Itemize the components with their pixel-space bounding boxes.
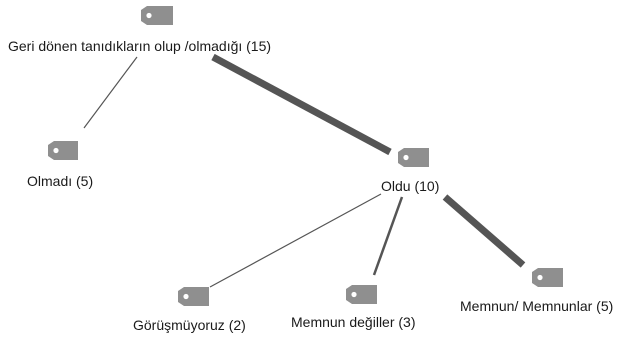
node-label-memnun-degiller: Memnun değiller (3): [291, 314, 416, 330]
tag-icon: [398, 148, 429, 167]
edge-oldu-gorusmuyoruz: [209, 193, 382, 288]
tag-icon: [141, 6, 173, 25]
node-label-root: Geri dönen tanıdıkların olup /olmadığı (…: [8, 38, 271, 54]
edge-root-olmadi: [83, 56, 138, 129]
tag-icon: [532, 268, 563, 287]
edge-oldu-memnun-degiller: [372, 196, 404, 276]
tag-icon: [48, 141, 78, 160]
edges: [83, 53, 526, 288]
tag-icon: [346, 285, 377, 304]
node-label-memnunlar: Memnun/ Memnunlar (5): [460, 298, 613, 314]
edge-root-oldu: [211, 53, 392, 156]
node-label-gorusmuyoruz: Görüşmüyoruz (2): [133, 317, 246, 333]
tag-icon: [178, 287, 209, 306]
node-label-oldu: Oldu (10): [381, 178, 439, 194]
edge-oldu-memnunlar: [442, 194, 526, 268]
node-label-olmadi: Olmadı (5): [27, 173, 93, 189]
